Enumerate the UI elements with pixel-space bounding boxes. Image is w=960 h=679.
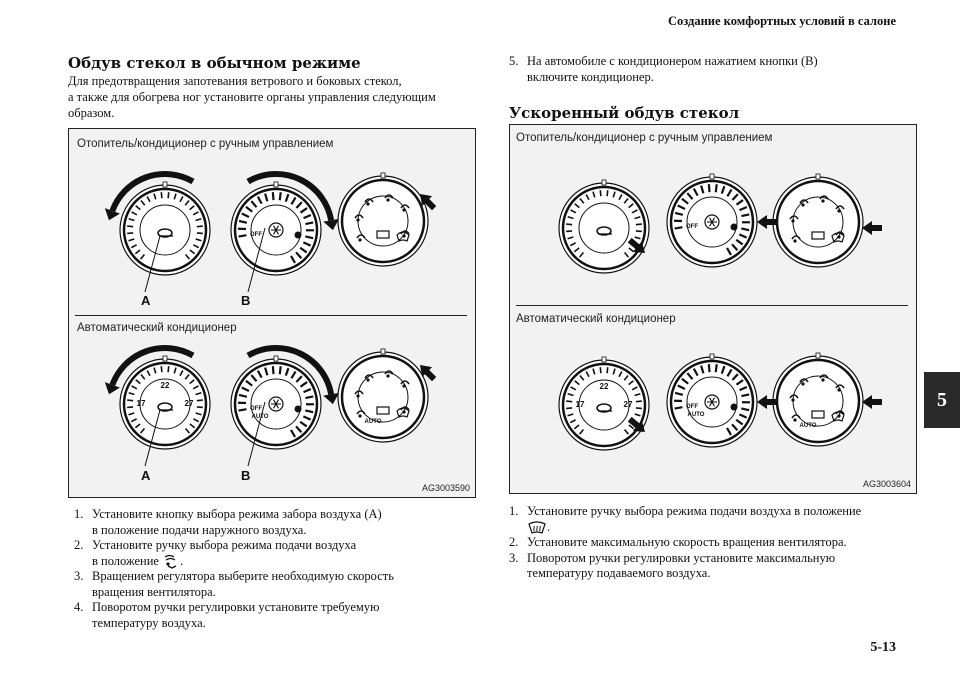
figure-divider xyxy=(516,305,908,306)
figure-code: AG3003590 xyxy=(421,483,470,493)
floor-defrost-mode-icon xyxy=(164,554,177,569)
defrost-mode-icon xyxy=(528,521,546,534)
list-item: 4.Поворотом ручки регулировки установите… xyxy=(74,600,380,630)
list-item: 5.На автомобиле с кондиционером нажатием… xyxy=(509,54,818,84)
step-5: 5.На автомобиле с кондиционером нажатием… xyxy=(503,54,818,85)
list-item: 2.Установите ручку выбора режима подачи … xyxy=(74,538,357,569)
page-number: 5-13 xyxy=(870,640,896,655)
callout-a-auto: A xyxy=(141,468,151,483)
figure-code: AG3003604 xyxy=(862,479,911,489)
chapter-tab: 5 xyxy=(924,372,960,428)
callout-a: A xyxy=(141,293,151,308)
figure-title-auto: Автоматический кондиционер xyxy=(516,313,676,325)
figure-normal-defog: Отопитель/кондиционер с ручным управлени… xyxy=(68,128,476,498)
figure-title-auto: Автоматический кондиционер xyxy=(77,322,237,334)
figure-divider xyxy=(75,315,467,316)
section-heading-fast-defog: Ускоренный обдув стекол xyxy=(509,104,740,122)
section-heading-normal-defog: Обдув стекол в обычном режиме xyxy=(68,54,361,72)
list-item: 3.Поворотом ручки регулировки установите… xyxy=(509,550,836,581)
callout-b: B xyxy=(241,293,251,308)
figure-fast-defog: Отопитель/кондиционер с ручным управлени… xyxy=(509,124,917,494)
callout-b-auto: B xyxy=(241,468,251,483)
steps-fast-defog: 1.Установите ручку выбора режима подачи … xyxy=(503,504,861,582)
figure-title-manual: Отопитель/кондиционер с ручным управлени… xyxy=(77,138,334,150)
steps-normal-defog: 1.Установите кнопку выбора режима забора… xyxy=(68,507,394,631)
list-item: 2.Установите максимальную скорость враще… xyxy=(509,535,847,549)
list-item: 3.Вращением регулятора выберите необходи… xyxy=(74,569,394,599)
list-item: 1.Установите ручку выбора режима подачи … xyxy=(509,504,862,534)
running-header: Создание комфортных условий в салоне xyxy=(667,14,896,28)
list-item: 1.Установите кнопку выбора режима забора… xyxy=(74,507,382,537)
intro-paragraph: Для предотвращения запотевания ветрового… xyxy=(68,74,436,120)
figure-title-manual: Отопитель/кондиционер с ручным управлени… xyxy=(516,132,773,144)
